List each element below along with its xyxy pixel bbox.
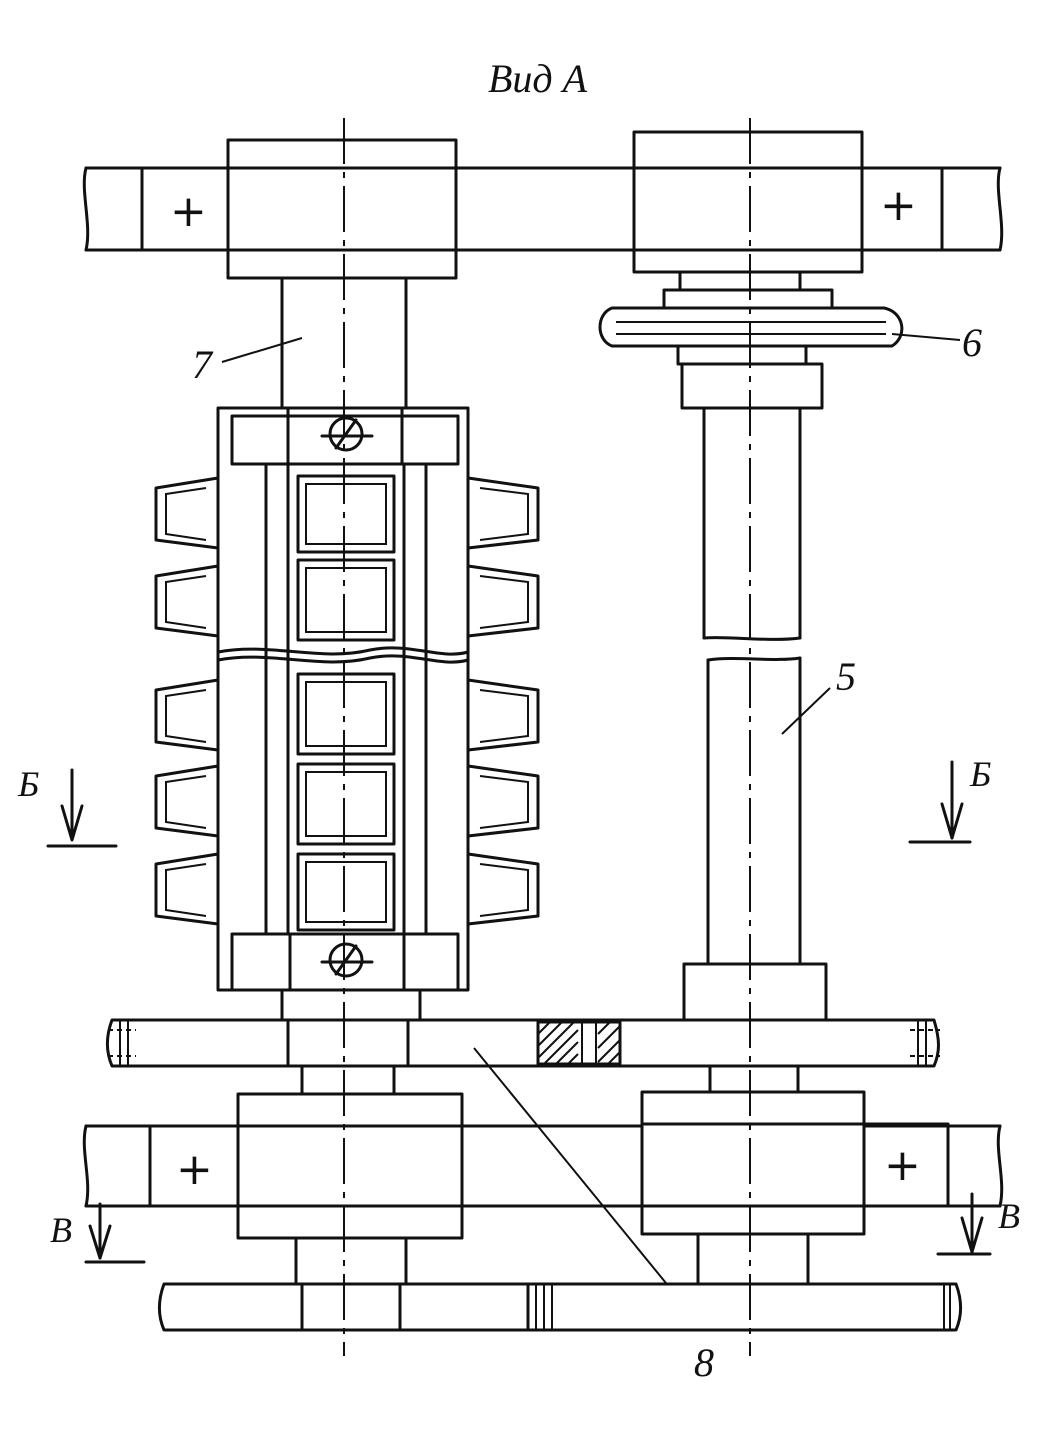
drum-top-bolt xyxy=(320,416,374,452)
drum-window-4 xyxy=(296,762,396,846)
gear-row-upper xyxy=(106,1018,940,1068)
label-8: 8 xyxy=(694,1340,714,1385)
drum-teeth-right xyxy=(466,476,540,926)
top-left-bearing-housing xyxy=(226,138,458,280)
right-shaft-collar xyxy=(678,270,802,292)
bottom-right-shaft-stub xyxy=(696,1232,810,1286)
label-7: 7 xyxy=(192,342,214,387)
section-b-right-marker xyxy=(908,760,972,844)
drum-window-2 xyxy=(296,558,396,642)
drum-break-line xyxy=(216,646,470,656)
leader-7 xyxy=(221,337,303,363)
leader-5 xyxy=(781,687,831,735)
left-shaft-collar xyxy=(280,988,422,1022)
section-b-left-label: Б xyxy=(17,764,39,804)
section-v-right-marker xyxy=(936,1192,992,1256)
leader-6 xyxy=(891,333,961,341)
right-lower-collar xyxy=(708,1064,800,1094)
view-title: Вид А xyxy=(488,56,588,101)
top-frame-beam xyxy=(82,166,1004,252)
bottom-left-shaft-stub xyxy=(294,1236,408,1286)
section-v-left-marker xyxy=(84,1202,146,1264)
right-upper-bearing xyxy=(680,362,824,410)
drum-window-3 xyxy=(296,672,396,756)
leader-8a xyxy=(473,1047,689,1311)
top-left-plus-mark: + xyxy=(170,186,207,237)
drum-window-5 xyxy=(296,852,396,932)
right-shaft-5 xyxy=(702,406,802,966)
bottom-left-bearing-housing xyxy=(236,1092,464,1240)
drum-window-1 xyxy=(296,474,396,554)
section-b-left-marker xyxy=(46,768,118,848)
drum-bottom-bolt xyxy=(320,942,374,978)
gear-row-lower xyxy=(158,1282,962,1332)
bottom-right-bearing-housing xyxy=(640,1090,866,1236)
section-b-right-label: Б xyxy=(969,754,991,794)
top-right-plus-mark: + xyxy=(880,180,917,231)
right-lower-bearing xyxy=(682,962,828,1022)
label-5: 5 xyxy=(836,654,856,699)
pulley-6-lower-hub xyxy=(676,344,808,366)
section-v-left-label: В xyxy=(50,1210,72,1250)
label-6: 6 xyxy=(962,320,982,365)
bottom-right-plus-mark: + xyxy=(884,1140,921,1191)
drum-teeth-left xyxy=(154,476,220,926)
left-lower-collar xyxy=(300,1064,396,1096)
pulley-6-hub xyxy=(662,288,834,310)
bottom-left-plus-mark: + xyxy=(176,1144,213,1195)
section-v-right-label: В xyxy=(998,1196,1020,1236)
